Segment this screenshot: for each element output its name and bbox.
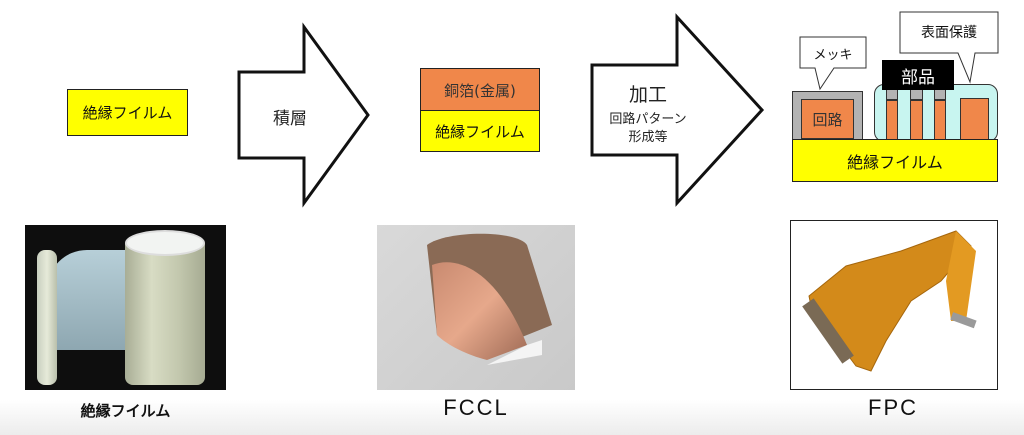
fpc-caption: FPC [868, 395, 918, 420]
copper-foil-label: 銅箔(金属) [444, 81, 516, 100]
insulating-film-box: 絶縁フイルム [67, 89, 188, 136]
insulating-film-label: 絶縁フイルム [82, 104, 173, 122]
base-film-label: 絶縁フイルム [847, 152, 943, 172]
component-label: 部品 [901, 67, 935, 88]
insulating-film-layer: 絶縁フイルム [420, 110, 540, 152]
fpc-photo [790, 220, 998, 390]
arrow-right-icon [237, 22, 370, 208]
flex-circuit-icon [802, 230, 977, 372]
callout-plating-label: メッキ [813, 48, 853, 63]
processing-subtitle-line1: 回路パターン [609, 112, 687, 127]
insulating-film-caption: 絶縁フイルム [80, 402, 171, 420]
base-film-layer: 絶縁フイルム [792, 139, 998, 182]
circuit-trace [910, 100, 923, 140]
processing-title: 加工 [628, 84, 667, 106]
circuit-trace: 回路 [801, 99, 854, 139]
component-block: 部品 [882, 60, 954, 90]
callout-coverlay-label: 表面保護 [921, 25, 977, 41]
arrow-right-icon [590, 13, 765, 207]
callout-plating-shape [799, 11, 999, 91]
circuit-label: 回路 [812, 110, 843, 129]
circuit-trace [960, 98, 989, 140]
film-roll-top [125, 230, 205, 256]
insulating-film-layer-label: 絶縁フイルム [435, 122, 525, 141]
fccl-photo [377, 225, 575, 390]
circuit-trace [934, 100, 946, 140]
copper-foil-layer: 銅箔(金属) [420, 68, 540, 111]
processing-subtitle-line2: 形成等 [628, 130, 668, 145]
film-core-small [37, 250, 57, 385]
circuit-trace [886, 100, 898, 140]
copper-sheet-icon [427, 233, 552, 365]
film-roll [125, 237, 205, 385]
lamination-label: 積層 [273, 109, 307, 129]
fccl-caption: FCCL [443, 395, 509, 420]
insulating-film-photo [25, 225, 226, 390]
